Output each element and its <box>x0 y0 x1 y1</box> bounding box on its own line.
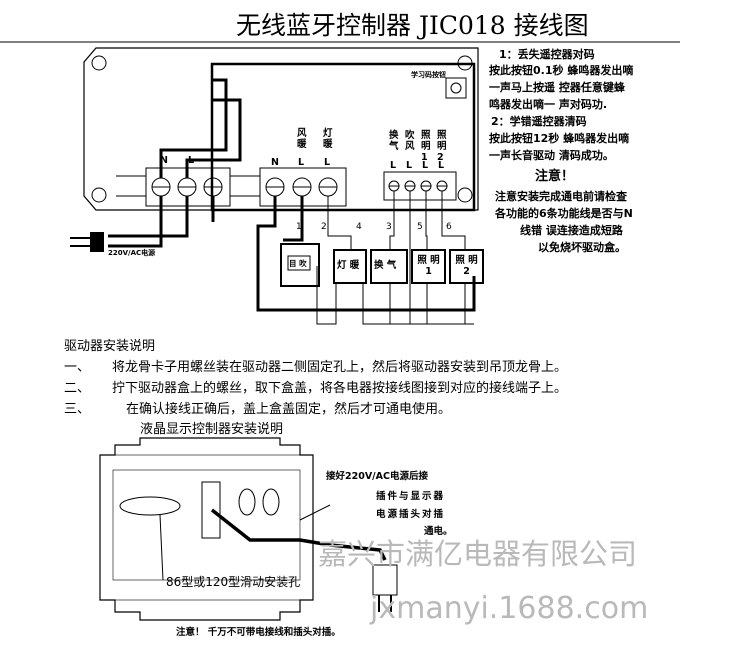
watermark-url: jxmanyi.1688.com <box>370 591 649 626</box>
warning-line: 注意安装完成通电前请检查 <box>495 190 627 203</box>
lighting2-box <box>449 249 484 284</box>
wire-number: 5 <box>417 222 423 232</box>
page-title: 无线蓝牙控制器 JIC018 接线图 <box>236 11 589 40</box>
label-light2: 照 明 2 <box>437 130 447 163</box>
label-blow: 吹 风 <box>405 130 415 152</box>
mount-slot <box>119 496 181 516</box>
power-label: 220V/AC电源 <box>108 249 156 257</box>
terminal-label-l: L <box>188 155 195 166</box>
label-fan-heat: 风 暖 <box>297 128 307 150</box>
instruction-number: 二、 <box>64 381 91 396</box>
mount-hole-label: 86型或120型滑动安装孔 <box>166 575 301 589</box>
fan-heat-box <box>280 243 320 287</box>
controller-enclosure <box>83 47 479 211</box>
label-ventilation: 换 气 <box>389 130 399 152</box>
lcd-power-note: 插件与显示器 <box>376 491 446 502</box>
terminal-block-functions <box>383 171 457 201</box>
warning-line: 以免烧坏驱动盒。 <box>538 241 626 254</box>
terminal-label-l: L <box>438 160 445 171</box>
label-light1: 照 明 1 <box>421 130 431 163</box>
wire-number: 3 <box>386 222 392 232</box>
terminal-label-l: L <box>422 160 429 171</box>
terminal-label-l: L <box>390 160 397 171</box>
lighting1-box <box>411 249 446 284</box>
note-clear-line: 按此按钮12秒 蜂鸣器发出嘀 <box>489 132 630 145</box>
note-pairing-line: 一声马上按遥 控器任意键蜂 <box>489 81 625 94</box>
note-pairing-line: 鸣器发出嘀一 声对码功. <box>489 98 608 111</box>
warning-line: 各功能的6条功能线是否与N <box>495 207 633 220</box>
mount-hole <box>91 55 107 71</box>
terminal-label-n: N <box>160 155 168 166</box>
note-clear-heading: 2：学错遥控器清码 <box>491 115 587 128</box>
lighting2-box-label: 照 明 2 <box>455 255 478 277</box>
instruction-text: 将龙骨卡子用螺丝装在驱动器二侧固定孔上，然后将驱动器安装到吊顶龙骨上。 <box>112 360 568 375</box>
warning-heading: 注意！ <box>535 169 575 184</box>
fan-heat-box-label: 目 吹 <box>289 259 307 268</box>
lamp-heat-box <box>333 249 367 284</box>
lamp-heat-box-label: 灯 暖 <box>337 260 360 271</box>
lcd-cable <box>210 508 387 561</box>
lcd-power-note: 通电。 <box>424 526 453 537</box>
pcb-board <box>210 62 476 212</box>
wire-number: 2 <box>321 222 327 232</box>
terminal-label-l: L <box>406 160 413 171</box>
instructions-heading: 驱动器安装说明 <box>64 339 156 354</box>
ventilation-box <box>370 249 408 284</box>
lcd-power-note: 接好220V/AC电源后接 <box>326 471 428 482</box>
warning-line: 线错 误连接造成短路 <box>520 224 623 237</box>
wire-number: 6 <box>446 222 452 232</box>
mount-hole <box>91 187 107 203</box>
lcd-plug <box>372 564 398 596</box>
watermark-company: 嘉兴市满亿电器有限公司 <box>318 537 638 571</box>
note-pairing-line: 按此按钮0.1秒 蜂鸣器发出嘀 <box>489 64 634 77</box>
terminal-label-l: L <box>298 157 305 168</box>
ventilation-box-label: 换 气 <box>374 260 397 271</box>
terminal-label-n: N <box>271 157 279 168</box>
learn-button-label: 学习码按钮 <box>411 71 446 79</box>
instruction-number: 一、 <box>64 360 91 375</box>
wire-number: 4 <box>356 222 362 232</box>
lcd-instructions-heading: 液晶显示控制器安装说明 <box>140 422 284 437</box>
instruction-number: 三、 <box>64 402 91 417</box>
connector-slot <box>201 481 221 539</box>
terminal-label-l: L <box>324 157 331 168</box>
wire-number: 1 <box>296 222 302 232</box>
mount-hole <box>457 187 473 203</box>
lcd-panel-outline <box>99 437 314 621</box>
note-clear-line: 一声长音驱动 清码成功。 <box>489 149 614 162</box>
lcd-power-note: 电源插头对插 <box>376 509 446 520</box>
instruction-text: 拧下驱动器盒上的螺丝，取下盒盖，将各电器按接线图接到对应的接线端子上。 <box>112 381 568 396</box>
note-pairing-heading: 1：丢失遥控器对码 <box>499 48 595 61</box>
lighting1-box-label: 照 明 1 <box>417 255 440 277</box>
bottom-warning: 注意！ 千万不可带电接线和插头对插。 <box>176 627 341 638</box>
power-plug <box>90 232 104 252</box>
label-lamp-heat: 灯 暖 <box>323 128 333 150</box>
instruction-text: 在确认接线正确后，盖上盒盖固定，然后才可通电使用。 <box>126 402 452 417</box>
learn-button <box>445 77 467 99</box>
